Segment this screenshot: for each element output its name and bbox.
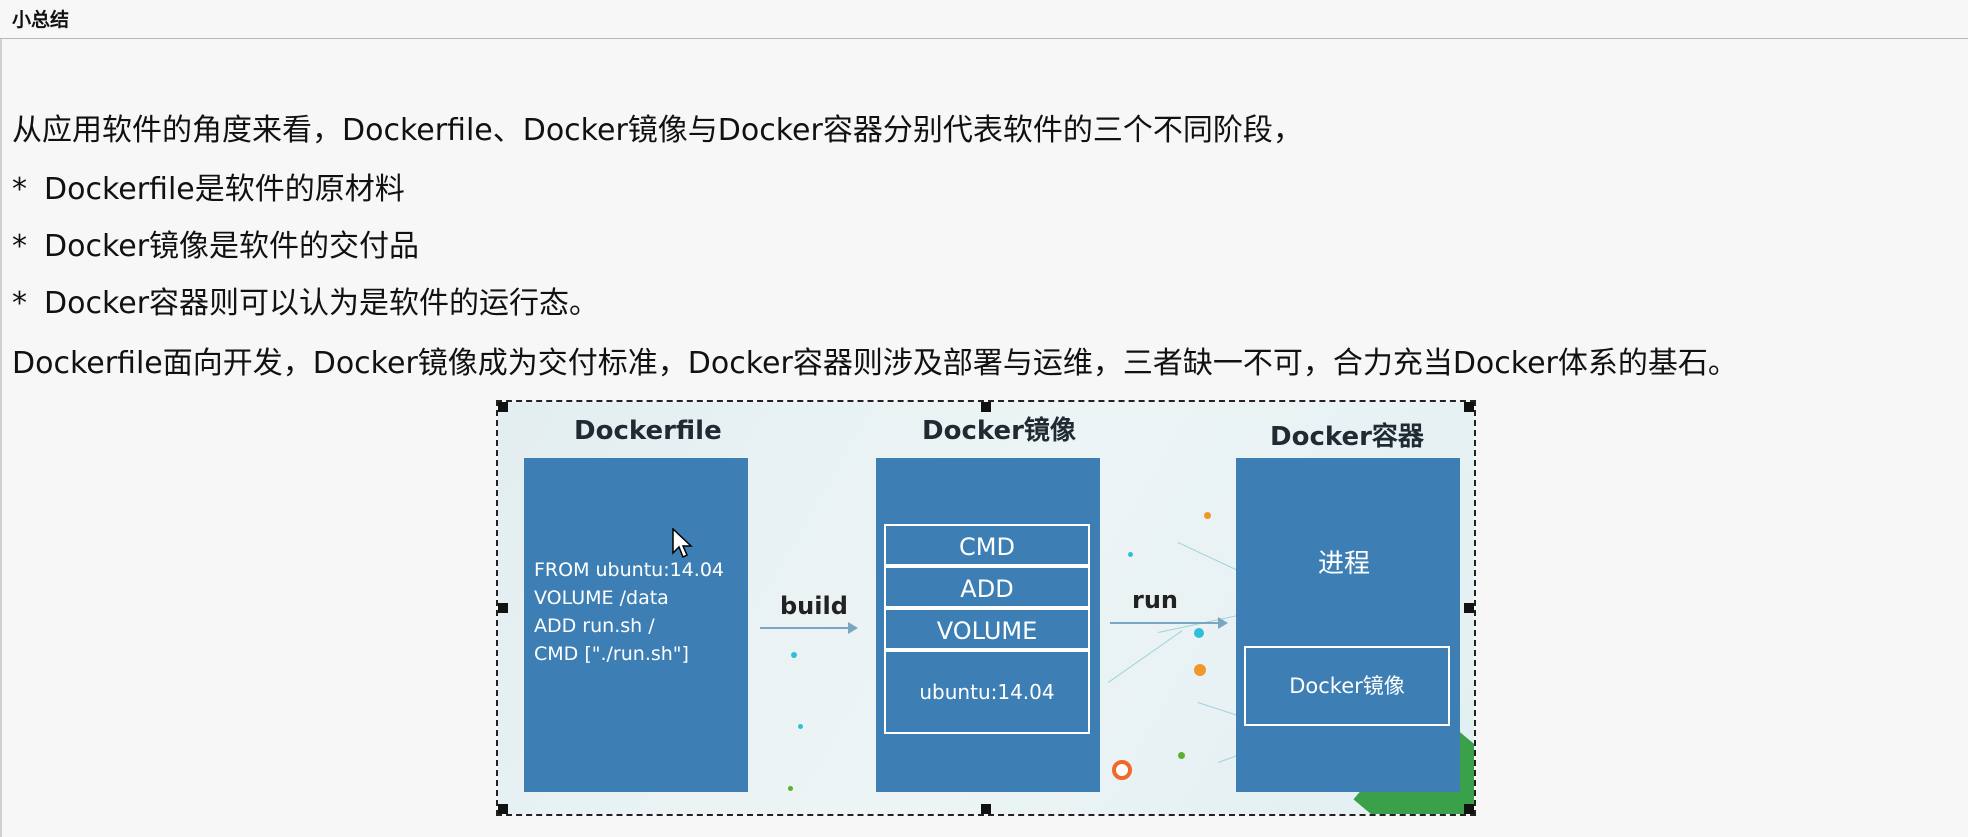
left-border <box>0 0 2 837</box>
docker-diagram-image[interactable]: Dockerfile FROM ubuntu:14.04 VOLUME /dat… <box>496 400 1476 816</box>
resize-handle[interactable] <box>1464 804 1474 814</box>
resize-handle[interactable] <box>1464 402 1474 412</box>
network-dot <box>1178 752 1185 759</box>
bullet-text: Docker镜像是软件的交付品 <box>44 229 420 264</box>
section-header: 小总结 <box>0 0 1968 39</box>
resize-handle[interactable] <box>498 603 508 613</box>
resize-handle[interactable] <box>498 804 508 814</box>
image-layer-add: ADD <box>884 566 1090 608</box>
build-label: build <box>780 592 848 620</box>
dockerfile-line: VOLUME /data <box>534 587 669 609</box>
conclusion-paragraph: Dockerfile面向开发，Docker镜像成为交付标准，Docker容器则涉… <box>12 346 1738 381</box>
build-arrow-icon <box>848 622 858 634</box>
network-dot <box>788 786 793 791</box>
container-image-box: Docker镜像 <box>1244 646 1450 726</box>
bullet-marker: * <box>12 229 27 264</box>
build-arrow-line <box>760 627 850 629</box>
network-dot <box>798 724 803 729</box>
docker-container-title: Docker容器 <box>1270 422 1424 452</box>
network-dot <box>1194 628 1204 638</box>
image-layer-cmd: CMD <box>884 524 1090 566</box>
run-arrow-line <box>1110 622 1220 624</box>
bullet-text: Dockerfile是软件的原材料 <box>44 172 405 207</box>
dockerfile-line: ADD run.sh / <box>534 615 655 637</box>
bullet-text: Docker容器则可以认为是软件的运行态。 <box>44 286 600 321</box>
intro-paragraph: 从应用软件的角度来看，Dockerfile、Docker镜像与Docker容器分… <box>12 113 1303 148</box>
resize-handle[interactable] <box>981 402 991 412</box>
network-line <box>1108 630 1183 683</box>
network-dot <box>1128 552 1133 557</box>
docker-container-panel: 进程 Docker镜像 <box>1236 458 1460 792</box>
network-dot <box>791 652 797 658</box>
image-layer-base: ubuntu:14.04 <box>884 650 1090 734</box>
dockerfile-panel: FROM ubuntu:14.04 VOLUME /data ADD run.s… <box>524 458 748 792</box>
section-title: 小总结 <box>12 9 70 31</box>
network-dot <box>1112 760 1132 780</box>
process-label: 进程 <box>1318 549 1371 579</box>
bullet-marker: * <box>12 286 27 321</box>
resize-handle[interactable] <box>1464 603 1474 613</box>
resize-handle[interactable] <box>981 804 991 814</box>
run-arrow-icon <box>1218 617 1228 629</box>
dockerfile-line: CMD ["./run.sh"] <box>534 643 689 665</box>
network-dot <box>1204 512 1211 519</box>
run-label: run <box>1132 586 1179 614</box>
docker-image-title: Docker镜像 <box>922 416 1076 446</box>
dockerfile-line: FROM ubuntu:14.04 <box>534 559 724 581</box>
image-layer-volume: VOLUME <box>884 608 1090 650</box>
network-dot <box>1194 664 1206 676</box>
resize-handle[interactable] <box>498 402 508 412</box>
docker-image-panel: CMD ADD VOLUME ubuntu:14.04 <box>876 458 1100 792</box>
bullet-marker: * <box>12 172 27 207</box>
mouse-pointer-icon <box>672 528 693 559</box>
dockerfile-title: Dockerfile <box>574 416 722 446</box>
